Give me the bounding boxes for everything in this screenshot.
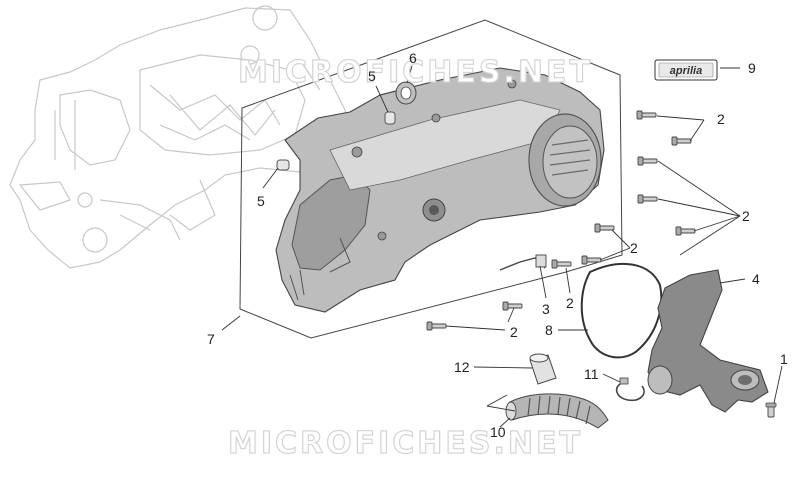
callout-10: 10 bbox=[490, 424, 506, 440]
callout-2-right: 2 bbox=[742, 208, 750, 224]
oil-seal bbox=[395, 81, 417, 105]
callout-2-lower: 2 bbox=[566, 295, 574, 311]
screw bbox=[551, 259, 572, 269]
spring-clip bbox=[499, 254, 547, 271]
watermark-bottom: MICROFICHES.NET bbox=[228, 426, 583, 461]
screw bbox=[637, 156, 658, 166]
corrugated-hose bbox=[505, 393, 609, 429]
air-intake-duct bbox=[647, 269, 769, 413]
cover-assembly-frame bbox=[239, 19, 623, 339]
callout-2-mid: 2 bbox=[630, 240, 638, 256]
leader-lines bbox=[221, 65, 783, 428]
watermark-top: MICROFICHES.NET bbox=[238, 55, 593, 90]
transmission-cover bbox=[275, 67, 605, 313]
aprilia-badge-text: aprilia bbox=[670, 65, 702, 77]
spacer-tube bbox=[529, 353, 557, 385]
callout-12: 12 bbox=[454, 359, 470, 375]
hose-clamp bbox=[615, 377, 645, 402]
callout-3: 3 bbox=[542, 301, 550, 317]
callout-9: 9 bbox=[748, 60, 756, 76]
screw bbox=[765, 402, 777, 418]
crankcase-ghost-outline bbox=[9, 5, 353, 269]
screw bbox=[675, 226, 696, 236]
callout-5-lower: 5 bbox=[257, 193, 265, 209]
screw bbox=[581, 255, 602, 265]
callout-7: 7 bbox=[207, 331, 215, 347]
callout-6: 6 bbox=[409, 50, 417, 66]
screw bbox=[637, 194, 658, 204]
screw bbox=[594, 223, 615, 233]
callout-11: 11 bbox=[584, 366, 599, 382]
screw bbox=[426, 321, 447, 331]
callout-4: 4 bbox=[752, 271, 760, 287]
dowel-pin-upper bbox=[384, 111, 396, 125]
callout-2-top: 2 bbox=[717, 111, 725, 127]
callout-5-upper: 5 bbox=[368, 68, 376, 84]
aprilia-badge: aprilia bbox=[654, 59, 718, 81]
callout-2-bottom: 2 bbox=[510, 324, 518, 340]
callout-labels: 6 5 5 9 2 2 2 2 2 3 4 8 7 1 12 11 10 bbox=[207, 50, 788, 440]
callout-1: 1 bbox=[780, 351, 788, 367]
screw bbox=[636, 110, 657, 120]
dowel-pin-lower bbox=[276, 159, 290, 171]
callout-8: 8 bbox=[545, 322, 553, 338]
cover-gasket bbox=[580, 262, 663, 359]
screw bbox=[671, 136, 692, 146]
screw bbox=[502, 301, 523, 311]
